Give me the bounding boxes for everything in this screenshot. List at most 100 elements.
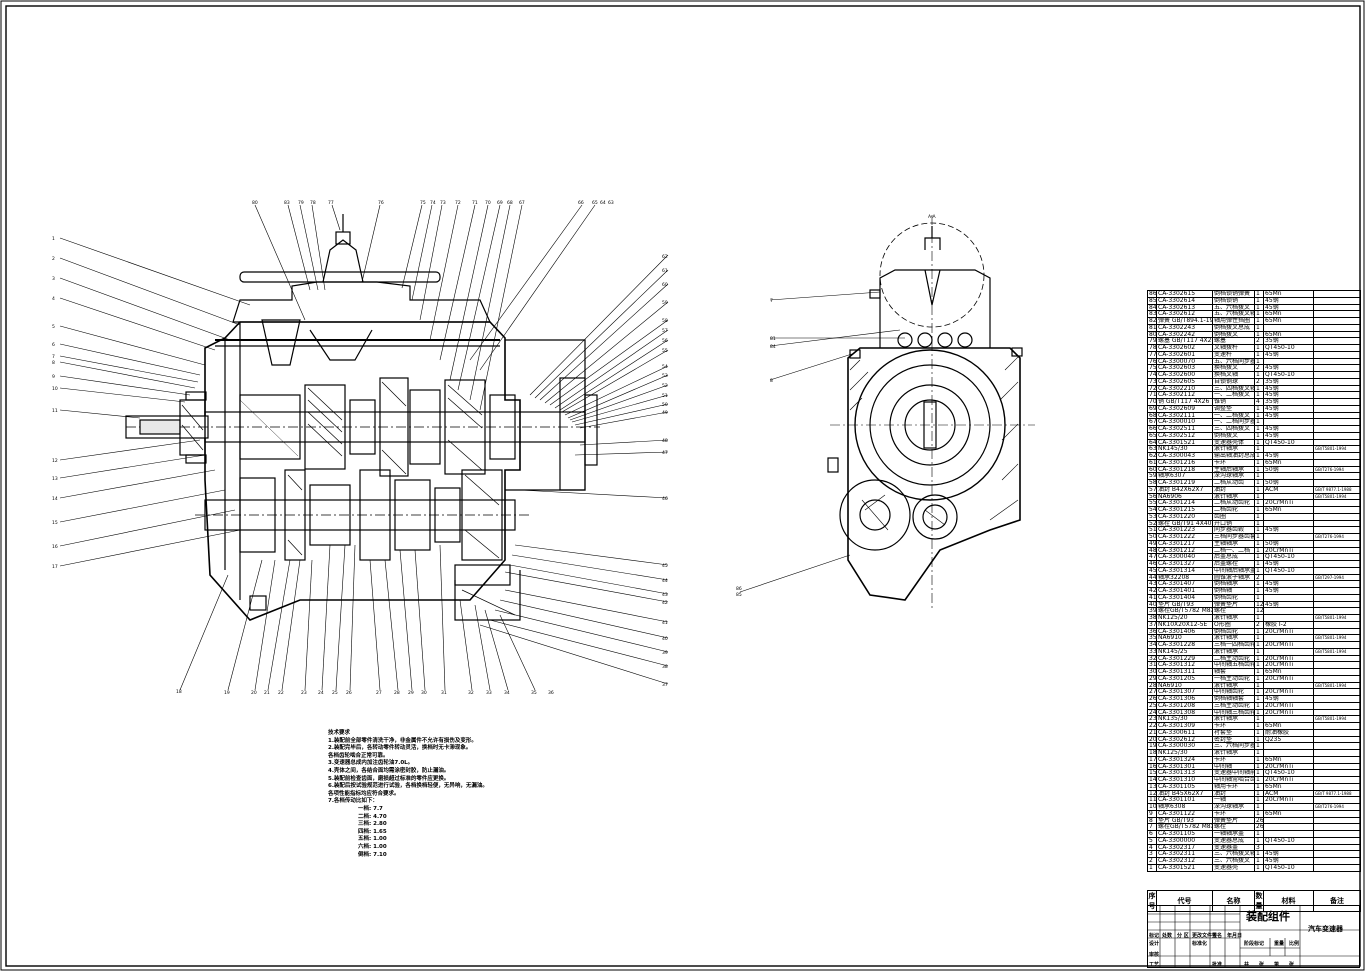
bom-cell: 倒档轴承 [1212,580,1255,588]
bom-cell [1313,472,1361,480]
product-name: 汽车变速器 [1308,925,1343,933]
bom-cell [1263,519,1314,528]
bom-cell: 1 [1254,654,1264,663]
balloon: 83 [284,200,290,206]
balloon: 80 [252,200,258,206]
bom-cell: 1 [1254,431,1264,440]
bom-cell: 1 [1254,465,1264,474]
balloon: 41 [662,620,668,626]
balloon: 44 [662,578,668,584]
bom-cell: 45钢 [1263,580,1314,588]
tb-field: 标记 [1149,933,1160,939]
bom-cell: NK125/30 [1156,749,1213,757]
bom-header-cell: 备注 [1313,890,1361,912]
bom-cell [1263,803,1314,811]
bom-cell [1263,830,1314,838]
bom-cell: 51 [1147,526,1157,534]
gear-ratios: 一档: 7.7 二档: 4.70 三档: 2.80 四档: 1.65 五档: 1… [328,806,488,859]
bom-cell: 72 [1147,384,1157,393]
bom-cell: 45钢 [1263,526,1314,534]
balloon: 81 [770,336,776,342]
bom-cell: 倒档轴 [1212,587,1255,595]
tb-field: 张 [1259,962,1265,968]
bom-cell: NK10X20X12-5E [1156,620,1213,629]
bom-cell: 垫片 GB/T93 [1156,600,1213,609]
bom-cell [1313,580,1361,588]
tb-field: 审核 [1149,952,1160,958]
balloon: 11 [52,408,58,414]
gear-ratio: 一档: 7.7 [358,805,383,812]
bom-cell: 螺塞 [1212,337,1255,345]
bom-cell: 45钢 [1263,587,1314,595]
bom-cell: 33 [1147,647,1157,656]
balloon: 7 [52,354,55,360]
bom-cell: 45钢 [1263,364,1314,372]
bom-cell: 1 [1254,850,1264,858]
bom-cell: 4 [1147,843,1157,852]
bom-cell: CA-3301407 [1156,580,1213,588]
bom-cell: GB/T5801-1994 [1313,715,1361,723]
bom-cell: 橡胶 I-2 [1263,620,1314,629]
bom-cell: 变速器壳体 [1212,438,1255,447]
bom-cell: 35钢 [1263,337,1314,345]
bom-cell: 二档一、二档 [1212,546,1255,555]
bom-cell: 45钢 [1263,391,1314,399]
bom-cell [1313,701,1361,710]
bom-cell: CA-3301404 [1156,593,1213,602]
bom-cell: 轴承6307 [1156,472,1213,480]
balloon: 36 [548,690,554,696]
balloon: 64 [600,200,606,206]
note-item: 2.装配完毕后，各转动零件转动灵活，换档时无卡滞现象。 [328,745,472,752]
bom-cell: CA-3301313 [1156,769,1213,777]
bom-cell: 62 [1147,452,1157,460]
bom-cell: 1 [1254,553,1264,561]
bom-cell [1313,587,1361,595]
balloon: 21 [264,690,270,696]
bom-cell: 轴套 [1212,668,1255,676]
balloon: 9 [52,374,55,380]
bom-cell: CA-3302601 [1156,350,1213,359]
bom-cell: 23 [1147,715,1157,723]
bom-cell [1313,330,1361,339]
bom-cell: CA-3301208 [1156,701,1213,710]
balloon: 3 [52,276,55,282]
bom-cell: 17 [1147,755,1157,764]
balloon: 18 [176,689,182,695]
bom-cell: CA-3301327 [1156,560,1213,568]
bom-cell: 20CrMnTi [1263,499,1314,507]
bom-cell: CA-3302613 [1156,303,1213,312]
bom-cell: NA6910 [1156,681,1213,690]
balloon: 50 [662,402,668,408]
bom-cell: CA-3301309 [1156,722,1213,730]
bom-cell [1313,674,1361,683]
balloon: 61 [662,268,668,274]
bom-cell: 20CrMnTi [1263,627,1314,636]
bom-cell: 1 [1254,587,1264,595]
bom-cell: 二档齿轮 [1212,506,1255,514]
bom-cell: 20CrMnTi [1263,796,1314,804]
bom-cell: 1 [1254,391,1264,399]
bom-cell: 20CrMnTi [1263,762,1314,771]
bom-cell [1313,512,1361,521]
bom-cell: 45钢 [1263,404,1314,413]
bom-cell: 1 [1254,418,1264,426]
bom-cell: 45钢 [1263,411,1314,420]
bom-cell: 45钢 [1263,600,1314,609]
leaders-left [59,237,251,691]
bom-cell: 1 [1254,769,1264,777]
bom-cell: 63 [1147,445,1157,453]
balloon: 24 [318,690,324,696]
tb-field: 比例 [1289,941,1300,947]
bom-cell: CA-3301105 [1156,782,1213,791]
bom-cell: 65Mn [1263,458,1314,467]
bom-cell: 一轴轴承盖 [1212,830,1255,838]
bom-cell: 倒档齿轮 [1212,593,1255,602]
